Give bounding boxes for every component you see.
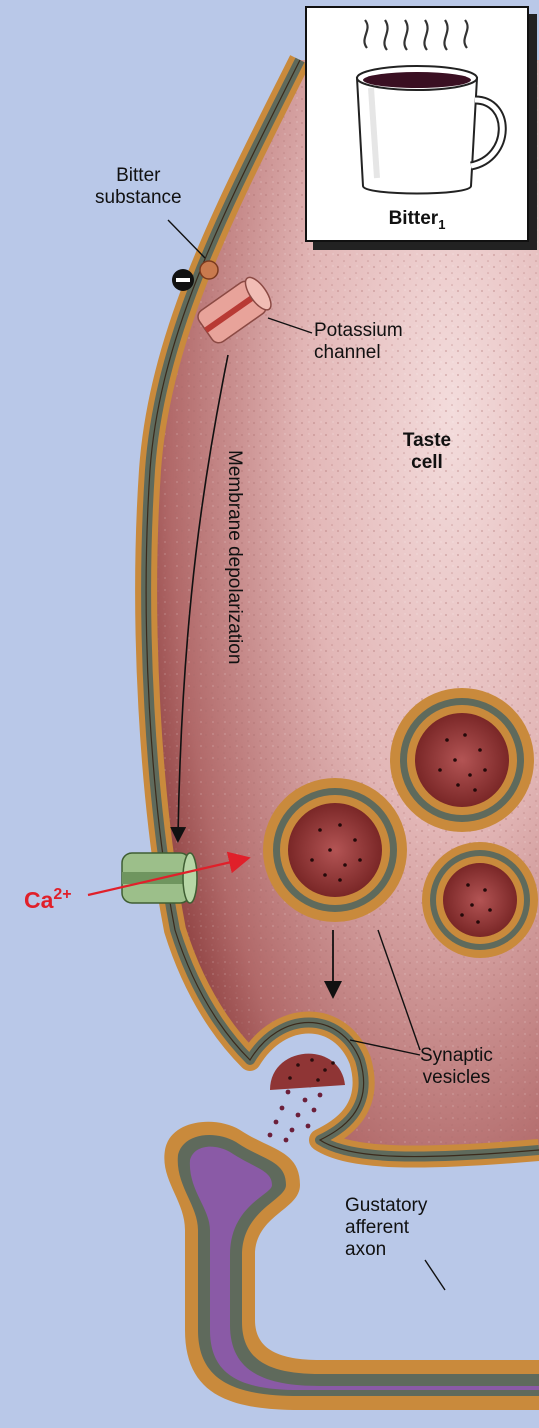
bitter-cup-panel: Bitter1 [305, 6, 529, 242]
synaptic-vesicle-2 [390, 688, 534, 832]
gustatory-axon-label: Gustatory afferent axon [345, 1195, 427, 1261]
membrane-depolarization-label: Membrane depolarization [223, 450, 245, 664]
calcium-ion-label: Ca2+ [24, 882, 72, 913]
coffee-cup-icon [307, 8, 527, 208]
bitter-cup-label: Bitter1 [307, 208, 527, 232]
potassium-channel-label: Potassium channel [314, 320, 403, 364]
synaptic-vesicles-label: Synaptic vesicles [420, 1045, 493, 1089]
bitter-substance-label: Bitter substance [95, 165, 182, 209]
taste-cell-label: Taste cell [397, 430, 457, 474]
bitter-substance-particle [200, 261, 218, 279]
synaptic-vesicle-1 [263, 778, 407, 922]
